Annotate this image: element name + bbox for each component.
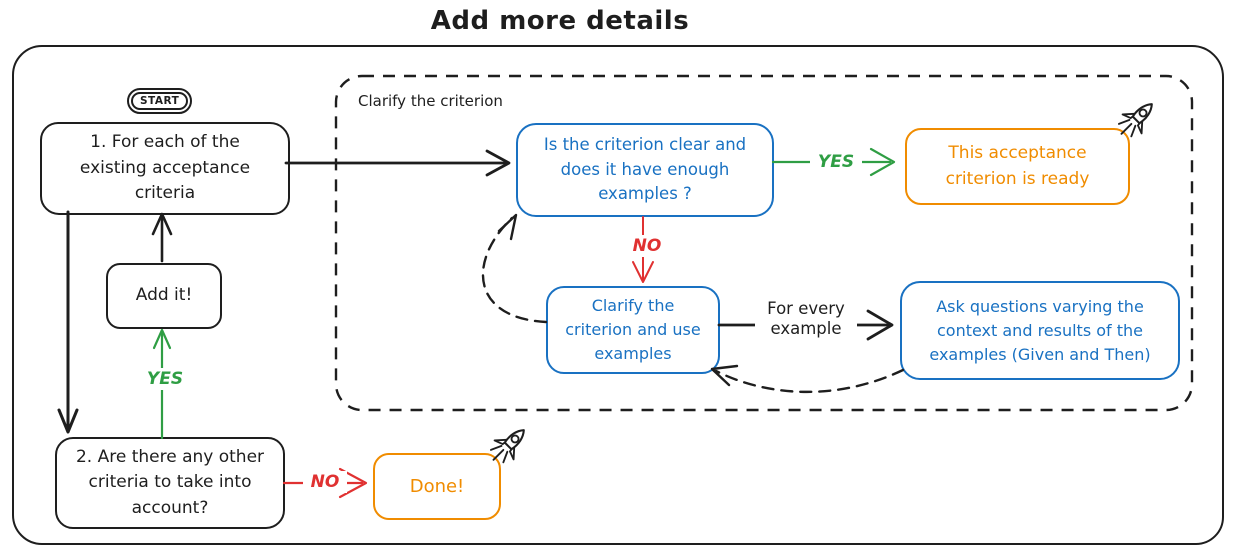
page-title: Add more details [430,6,690,36]
group-label-clarify-criterion: Clarify the criterion [358,92,503,110]
node-is-criterion-clear: Is the criterion clear and does it have … [516,123,774,217]
edge-label-yes-ready: YES [810,151,862,173]
node-for-each-criteria: 1. For each of the existing acceptance c… [40,122,290,215]
node-ask-questions: Ask questions varying the context and re… [900,281,1180,380]
node-criterion-ready: This acceptance criterion is ready [905,128,1130,205]
edge-label-no-done: NO [303,471,347,493]
node-add-it: Add it! [106,263,222,329]
rocket-icon [1117,103,1153,138]
node-done: Done! [373,453,501,520]
edge-label-for-every-example: For every example [755,297,857,341]
node-any-other-criteria: 2. Are there any other criteria to take … [55,437,285,529]
node-clarify-criterion: Clarify the criterion and use examples [546,286,720,374]
edge-label-no-clarify: NO [626,235,668,257]
edge-label-yes-add: YES [139,368,191,390]
start-badge: START [127,88,193,114]
outer-frame [12,45,1224,545]
rocket-icon [489,429,525,464]
start-badge-label: START [131,92,189,110]
